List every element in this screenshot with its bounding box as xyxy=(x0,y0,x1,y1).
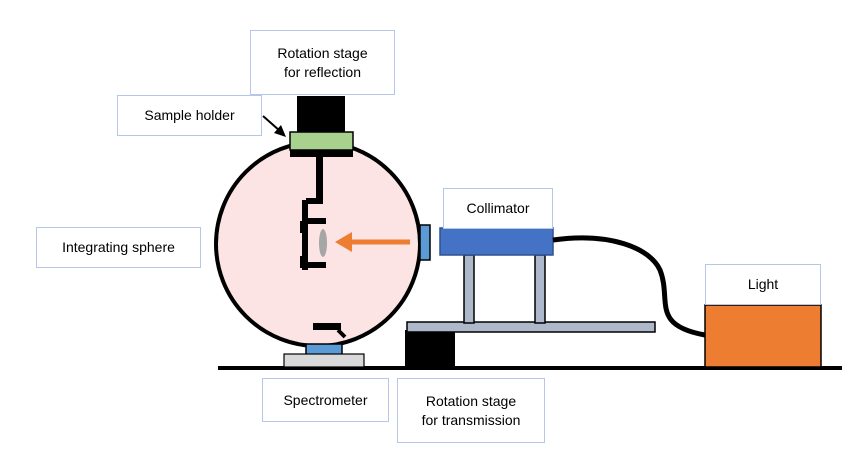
baffle xyxy=(313,323,341,330)
light-source-box xyxy=(704,304,822,368)
spectrometer-port xyxy=(305,343,343,356)
label-spectrometer: Spectrometer xyxy=(262,378,389,422)
sample-bracket-vertical xyxy=(302,200,308,270)
rotation-stage-transmission-block xyxy=(405,330,455,367)
sample-holder-plate xyxy=(289,131,354,151)
rotation-stage-reflection-block xyxy=(297,96,345,134)
entrance-port-window xyxy=(419,224,431,261)
label-rotation-stage-reflection: Rotation stage for reflection xyxy=(250,30,395,95)
sample-bracket-top xyxy=(302,218,326,224)
label-integrating-sphere: Integrating sphere xyxy=(36,227,201,268)
sample-holder-pointer xyxy=(262,115,281,132)
label-collimator: Collimator xyxy=(443,188,553,229)
beam-arrow-head xyxy=(335,232,352,252)
sample-clip-bottom xyxy=(300,256,308,268)
sample-rod xyxy=(316,157,323,203)
label-light: Light xyxy=(705,264,821,305)
collimator-support-left xyxy=(463,254,475,324)
label-rotation-stage-transmission: Rotation stage for transmission xyxy=(397,378,545,443)
sample-disc xyxy=(319,229,327,257)
collimator-rail xyxy=(406,321,656,333)
spectrometer-base xyxy=(283,353,365,368)
fiber-cable xyxy=(552,235,706,338)
sample-holder-clamp xyxy=(290,150,353,157)
sample-rod-arm xyxy=(306,198,323,204)
sample-holder-pointer-head xyxy=(274,125,286,137)
collimator-support-right xyxy=(534,254,546,324)
sample-clip-top xyxy=(300,221,308,233)
sample-bracket-bottom xyxy=(302,262,326,268)
collimator-body xyxy=(439,227,554,256)
baffle-leg xyxy=(336,328,347,339)
label-sample-holder: Sample holder xyxy=(117,95,262,136)
